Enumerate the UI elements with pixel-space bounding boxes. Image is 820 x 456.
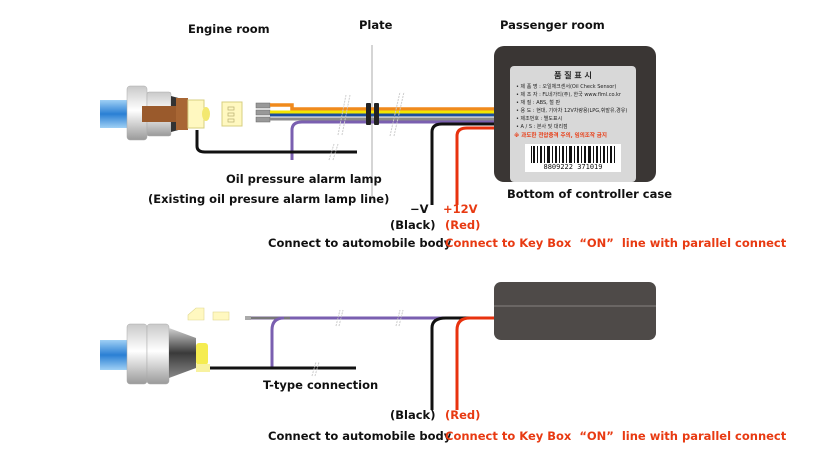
label-line: • 제 품 명 : 오일체크센서(Oil Check Sensor) bbox=[516, 84, 617, 90]
t-type-label: T-type connection bbox=[263, 378, 379, 392]
label-warning: ※ 과도한 전압충격 주의, 임의조작 금지 bbox=[514, 133, 607, 139]
existing-line-label: (Existing oil presure alarm lamp line) bbox=[148, 192, 390, 206]
barcode-bars bbox=[531, 146, 615, 163]
barcode-number: 8809222 371019 bbox=[543, 163, 603, 171]
wire-bundle-top bbox=[270, 103, 496, 160]
oil-pressure-sensor-top bbox=[100, 85, 210, 141]
label-line: • A / S : 본사 및 대리점 bbox=[516, 124, 568, 130]
label-line: • 재 질 : ABS, 철 판 bbox=[516, 100, 561, 106]
connect-body-label-bottom: Connect to automobile body bbox=[268, 429, 452, 443]
minus-v-label: −V bbox=[410, 202, 429, 216]
wire-red-bottom bbox=[455, 316, 496, 410]
plate-header: Plate bbox=[359, 18, 393, 32]
connector-pins bbox=[255, 102, 271, 123]
product-label: 품 질 표 시 • 제 품 명 : 오일체크센서(Oil Check Senso… bbox=[510, 66, 636, 182]
connect-key-label: Connect to Key Box “ON” line with parall… bbox=[445, 236, 787, 250]
passenger-room-header: Passenger room bbox=[500, 18, 605, 32]
engine-room-header: Engine room bbox=[188, 22, 270, 36]
wire-black-bottom bbox=[430, 316, 470, 410]
red-label: (Red) bbox=[445, 218, 481, 232]
wire-black-ground bbox=[430, 122, 496, 205]
oil-pressure-sensor-bottom bbox=[100, 323, 210, 385]
t-type-connectors bbox=[187, 307, 251, 321]
grommet bbox=[366, 103, 371, 125]
label-line: • 제 조 자 : FL네가티(주), 한국 www.flml.co.kr bbox=[516, 92, 621, 98]
label-line: • 제조번호 : 별도표시 bbox=[516, 116, 563, 122]
connect-key-label-bottom: Connect to Key Box “ON” line with parall… bbox=[445, 429, 787, 443]
plus-12v-label: +12V bbox=[443, 202, 478, 216]
case-caption: Bottom of controller case bbox=[507, 187, 673, 201]
black-label-bottom: (Black) bbox=[390, 408, 436, 422]
controller-case-side bbox=[494, 282, 656, 340]
red-label-bottom: (Red) bbox=[445, 408, 481, 422]
wire-red-12v bbox=[455, 126, 496, 205]
connector-female bbox=[221, 101, 243, 127]
break-marks bbox=[328, 91, 405, 161]
black-label: (Black) bbox=[390, 218, 436, 232]
label-line: • 용 도 : 현대, 기아차 12V차량용(LPG,휘발유,경유) bbox=[516, 108, 628, 114]
wire-black-lamp bbox=[195, 130, 357, 154]
oil-lamp-label: Oil pressure alarm lamp bbox=[226, 172, 382, 186]
barcode: 8809222 371019 bbox=[525, 144, 621, 172]
connect-body-label: Connect to automobile body bbox=[268, 236, 452, 250]
label-title: 품 질 표 시 bbox=[554, 71, 592, 80]
